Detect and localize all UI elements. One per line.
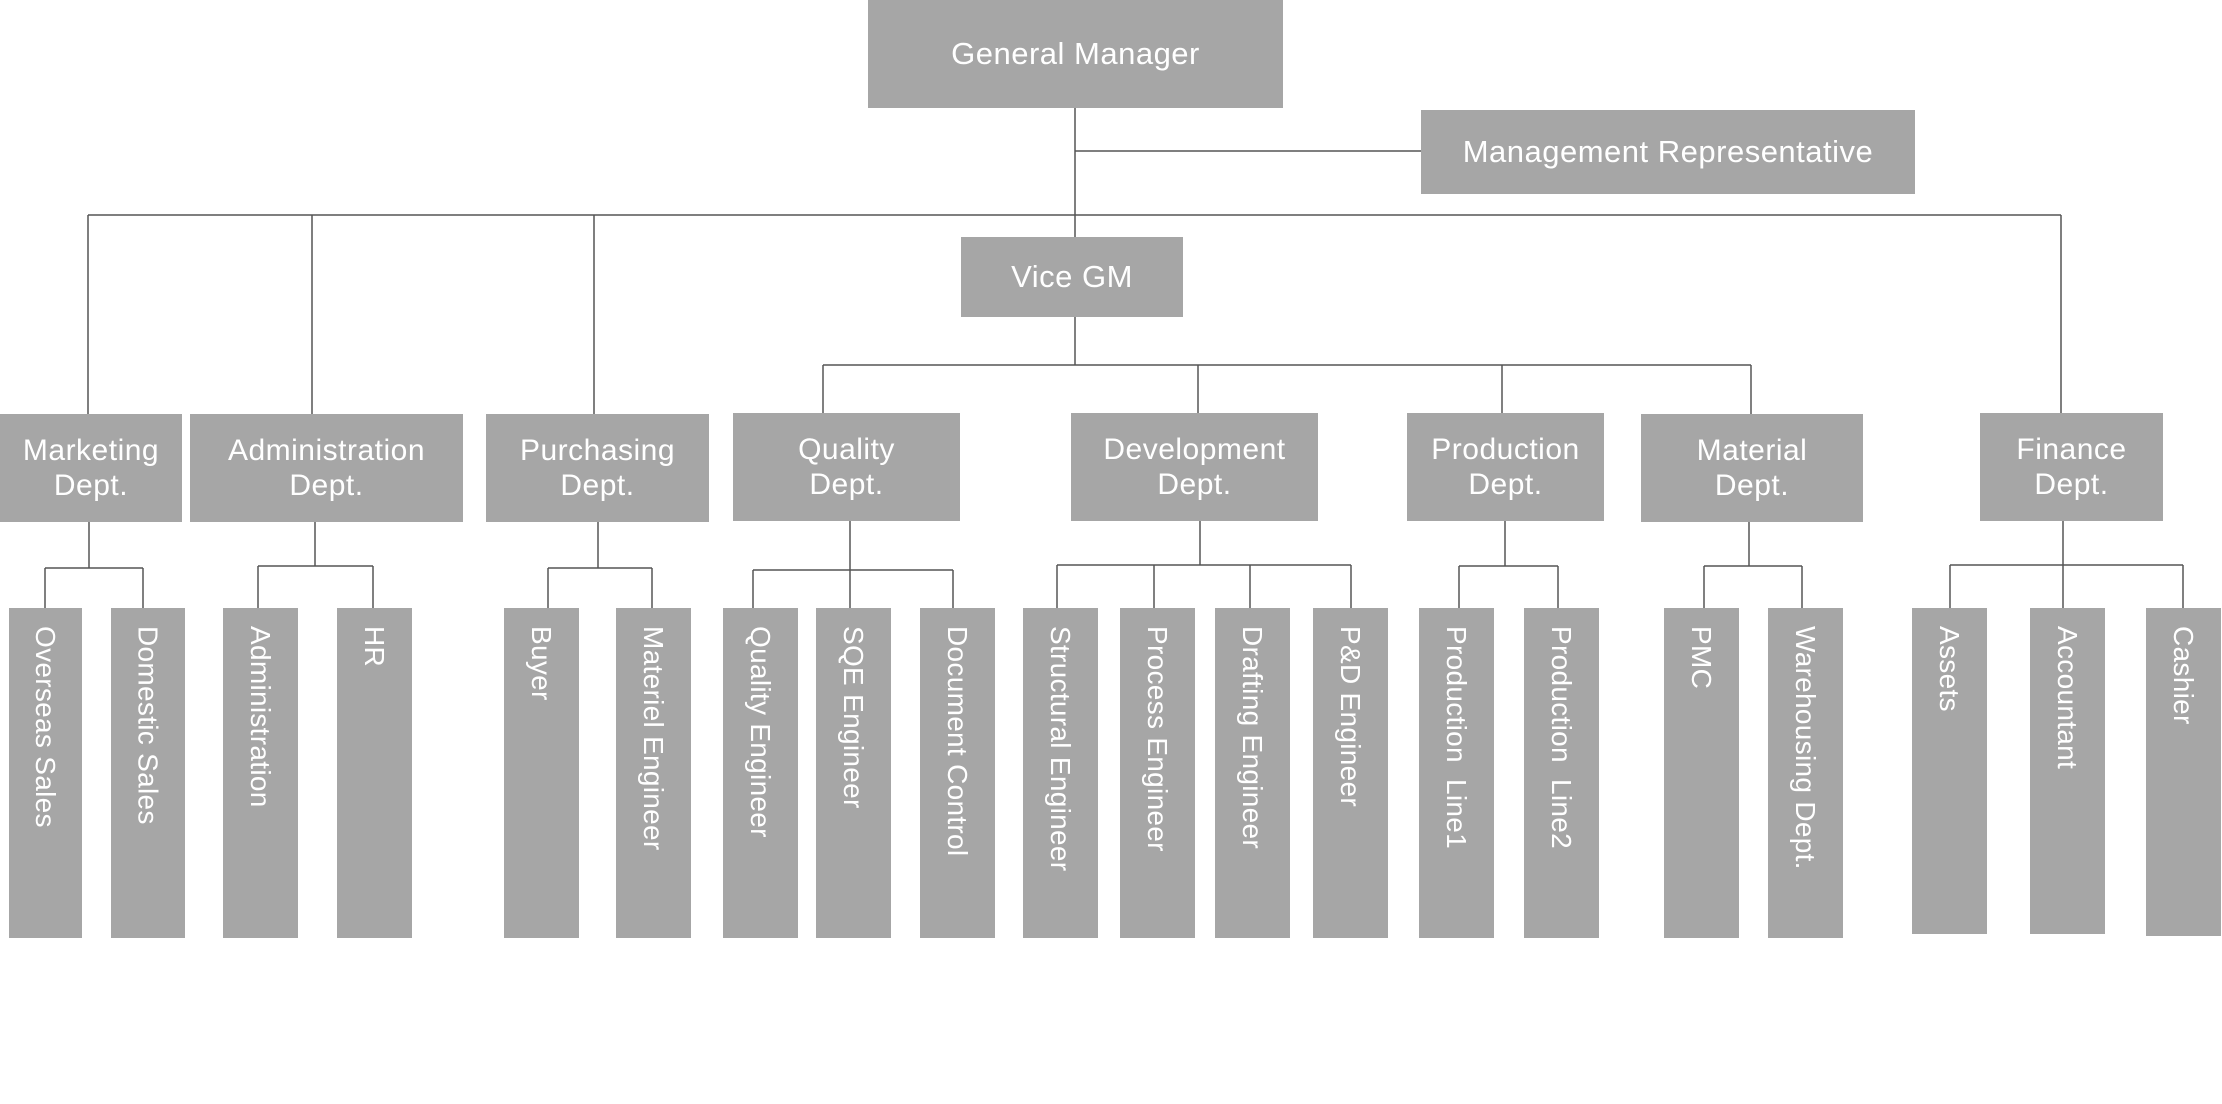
role-label: Structural Engineer [1045, 626, 1077, 872]
role-label: Production Line2 [1546, 626, 1578, 850]
purchasing-dept-label: Purchasing Dept. [519, 433, 676, 502]
role-box-sqe-engineer: SQE Engineer [816, 608, 891, 938]
role-box-materiel-engineer: Materiel Engineer [616, 608, 691, 938]
role-label: Materiel Engineer [638, 626, 670, 851]
marketing-dept-label: Marketing Dept. [22, 433, 160, 502]
role-box-cashier: Cashier [2146, 608, 2221, 936]
role-box-drafting-engineer: Drafting Engineer [1215, 608, 1290, 938]
role-label: Production Line1 [1441, 626, 1473, 850]
role-box-pmc: PMC [1664, 608, 1739, 938]
development-dept-box: Development Dept. [1071, 413, 1318, 521]
development-dept-label: Development Dept. [1103, 432, 1286, 501]
production-dept-box: Production Dept. [1407, 413, 1604, 521]
production-dept-label: Production Dept. [1431, 432, 1580, 501]
purchasing-dept-box: Purchasing Dept. [486, 414, 709, 522]
administration-dept-box: Administration Dept. [190, 414, 463, 522]
vice-gm-label: Vice GM [1011, 258, 1133, 294]
material-dept-label: Material Dept. [1696, 433, 1808, 502]
role-label: Administration [245, 626, 277, 808]
administration-dept-label: Administration Dept. [227, 433, 426, 502]
role-box-document-control: Document Control [920, 608, 995, 938]
role-box-pd-engineer: P&D Engineer [1313, 608, 1388, 938]
role-box-hr: HR [337, 608, 412, 938]
role-label: Buyer [526, 626, 558, 701]
general-manager-box: General Manager [868, 0, 1283, 108]
role-label: Cashier [2168, 626, 2200, 725]
role-box-assets: Assets [1912, 608, 1987, 934]
role-label: Drafting Engineer [1237, 626, 1269, 850]
role-box-structural-engineer: Structural Engineer [1023, 608, 1098, 938]
role-label: PMC [1686, 626, 1718, 690]
general-manager-label: General Manager [951, 35, 1200, 71]
role-label: Assets [1934, 626, 1966, 712]
finance-dept-label: Finance Dept. [2016, 432, 2127, 501]
role-box-buyer: Buyer [504, 608, 579, 938]
role-label: Accountant [2052, 626, 2084, 770]
management-representative-label: Management Representative [1462, 133, 1874, 169]
quality-dept-box: Quality Dept. [733, 413, 960, 521]
role-box-production-line2: Production Line2 [1524, 608, 1599, 938]
role-box-production-line1: Production Line1 [1419, 608, 1494, 938]
role-label: Process Engineer [1142, 626, 1174, 852]
finance-dept-box: Finance Dept. [1980, 413, 2163, 521]
role-box-administration: Administration [223, 608, 298, 938]
role-box-warehousing-dept: Warehousing Dept. [1768, 608, 1843, 938]
role-box-overseas-sales: Overseas Sales [9, 608, 82, 938]
role-box-domestic-sales: Domestic Sales [111, 608, 185, 938]
role-label: Quality Engineer [745, 626, 777, 838]
role-label: Overseas Sales [30, 626, 62, 828]
material-dept-box: Material Dept. [1641, 414, 1863, 522]
role-box-accountant: Accountant [2030, 608, 2105, 934]
management-representative-box: Management Representative [1421, 110, 1915, 194]
role-box-process-engineer: Process Engineer [1120, 608, 1195, 938]
role-label: P&D Engineer [1335, 626, 1367, 808]
role-label: Warehousing Dept. [1790, 626, 1822, 870]
role-box-quality-engineer: Quality Engineer [723, 608, 798, 938]
role-label: Document Control [942, 626, 974, 857]
role-label: HR [359, 626, 391, 668]
role-label: Domestic Sales [132, 626, 164, 825]
vice-gm-box: Vice GM [961, 237, 1183, 317]
marketing-dept-box: Marketing Dept. [0, 414, 182, 522]
role-label: SQE Engineer [838, 626, 870, 809]
quality-dept-label: Quality Dept. [798, 432, 895, 501]
